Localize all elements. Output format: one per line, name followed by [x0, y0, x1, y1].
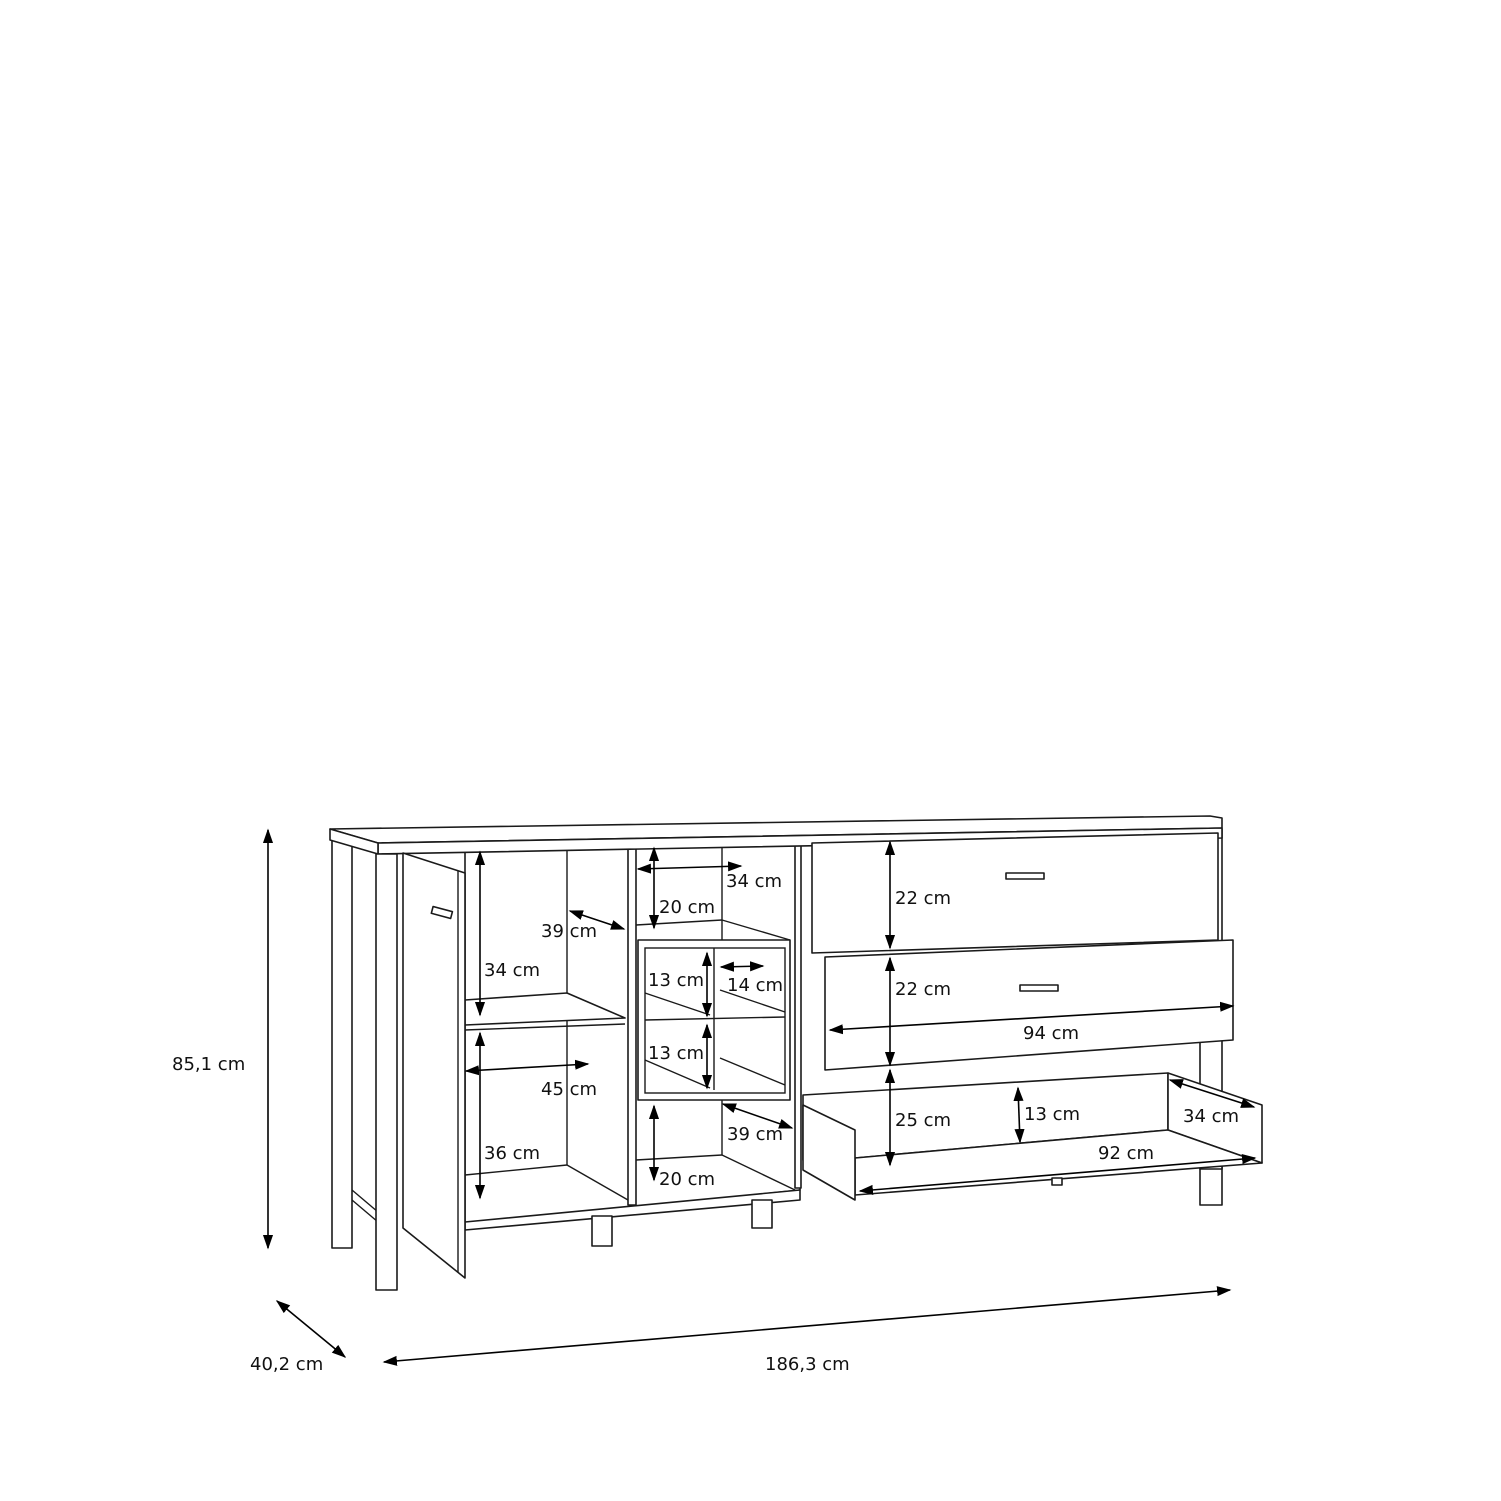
dim-arrow — [464, 1059, 590, 1076]
drawer-inner-height-label: 13 cm — [1024, 1104, 1080, 1125]
cube-width-label: 14 cm — [727, 975, 783, 996]
right-divider — [794, 842, 802, 1189]
leg — [591, 1215, 613, 1247]
dimension-arrows — [262, 828, 1257, 1366]
drawer-3-front-side — [802, 1104, 856, 1201]
left-depth-label: 39 cm — [541, 921, 597, 942]
left-upper-height-label: 34 cm — [484, 960, 540, 981]
middle-top-height-label: 20 cm — [659, 897, 715, 918]
left-lower-height-label: 36 cm — [484, 1143, 540, 1164]
middle-top-width-label: 34 cm — [726, 871, 782, 892]
drawer1-height-label: 22 cm — [895, 888, 951, 909]
dim-arrow — [721, 1103, 794, 1129]
door-handle — [430, 905, 454, 920]
drawer-1 — [811, 832, 1219, 954]
dim-arrow — [1168, 1079, 1256, 1108]
sideboard-outline — [329, 815, 1263, 1291]
dimension-labels: 85,1 cm 40,2 cm 186,3 cm 34 cm 36 cm 45 … — [172, 871, 1239, 1375]
dim-arrow — [719, 961, 765, 972]
middle-bottom-depth-label: 39 cm — [727, 1124, 783, 1145]
overall-width-label: 186,3 cm — [765, 1354, 850, 1375]
drawer2-height-label: 22 cm — [895, 979, 951, 1000]
open-door — [402, 852, 466, 1279]
overall-depth-label: 40,2 cm — [250, 1354, 323, 1375]
dim-arrow — [568, 910, 626, 930]
drawer3-height-label: 25 cm — [895, 1110, 951, 1131]
dim-arrow — [636, 861, 743, 874]
dim-arrow — [828, 1001, 1235, 1035]
width-arrow — [382, 1286, 1232, 1366]
left-width-label: 45 cm — [541, 1079, 597, 1100]
cube-lower-height-label: 13 cm — [648, 1043, 704, 1064]
leg — [751, 1199, 773, 1229]
drawer-inner-depth-label: 34 cm — [1183, 1106, 1239, 1127]
middle-bottom-height-label: 20 cm — [659, 1169, 715, 1190]
back-left-leg — [331, 837, 353, 1249]
overall-height-label: 85,1 cm — [172, 1054, 245, 1075]
drawer-2 — [824, 939, 1234, 1071]
cube-upper-height-label: 13 cm — [648, 970, 704, 991]
front-left-leg — [375, 853, 398, 1291]
drawer-3-latch — [1051, 1177, 1063, 1186]
depth-arrow — [275, 1300, 347, 1358]
drawer-1-handle — [1005, 872, 1045, 880]
drawer-2-handle — [1019, 984, 1059, 992]
dim-arrow — [1013, 1086, 1025, 1144]
dim-arrow — [858, 1154, 1257, 1195]
drawer-front-width-label: 94 cm — [1023, 1023, 1079, 1044]
middle-divider — [627, 844, 637, 1206]
drawer-inner-width-label: 92 cm — [1098, 1143, 1154, 1164]
